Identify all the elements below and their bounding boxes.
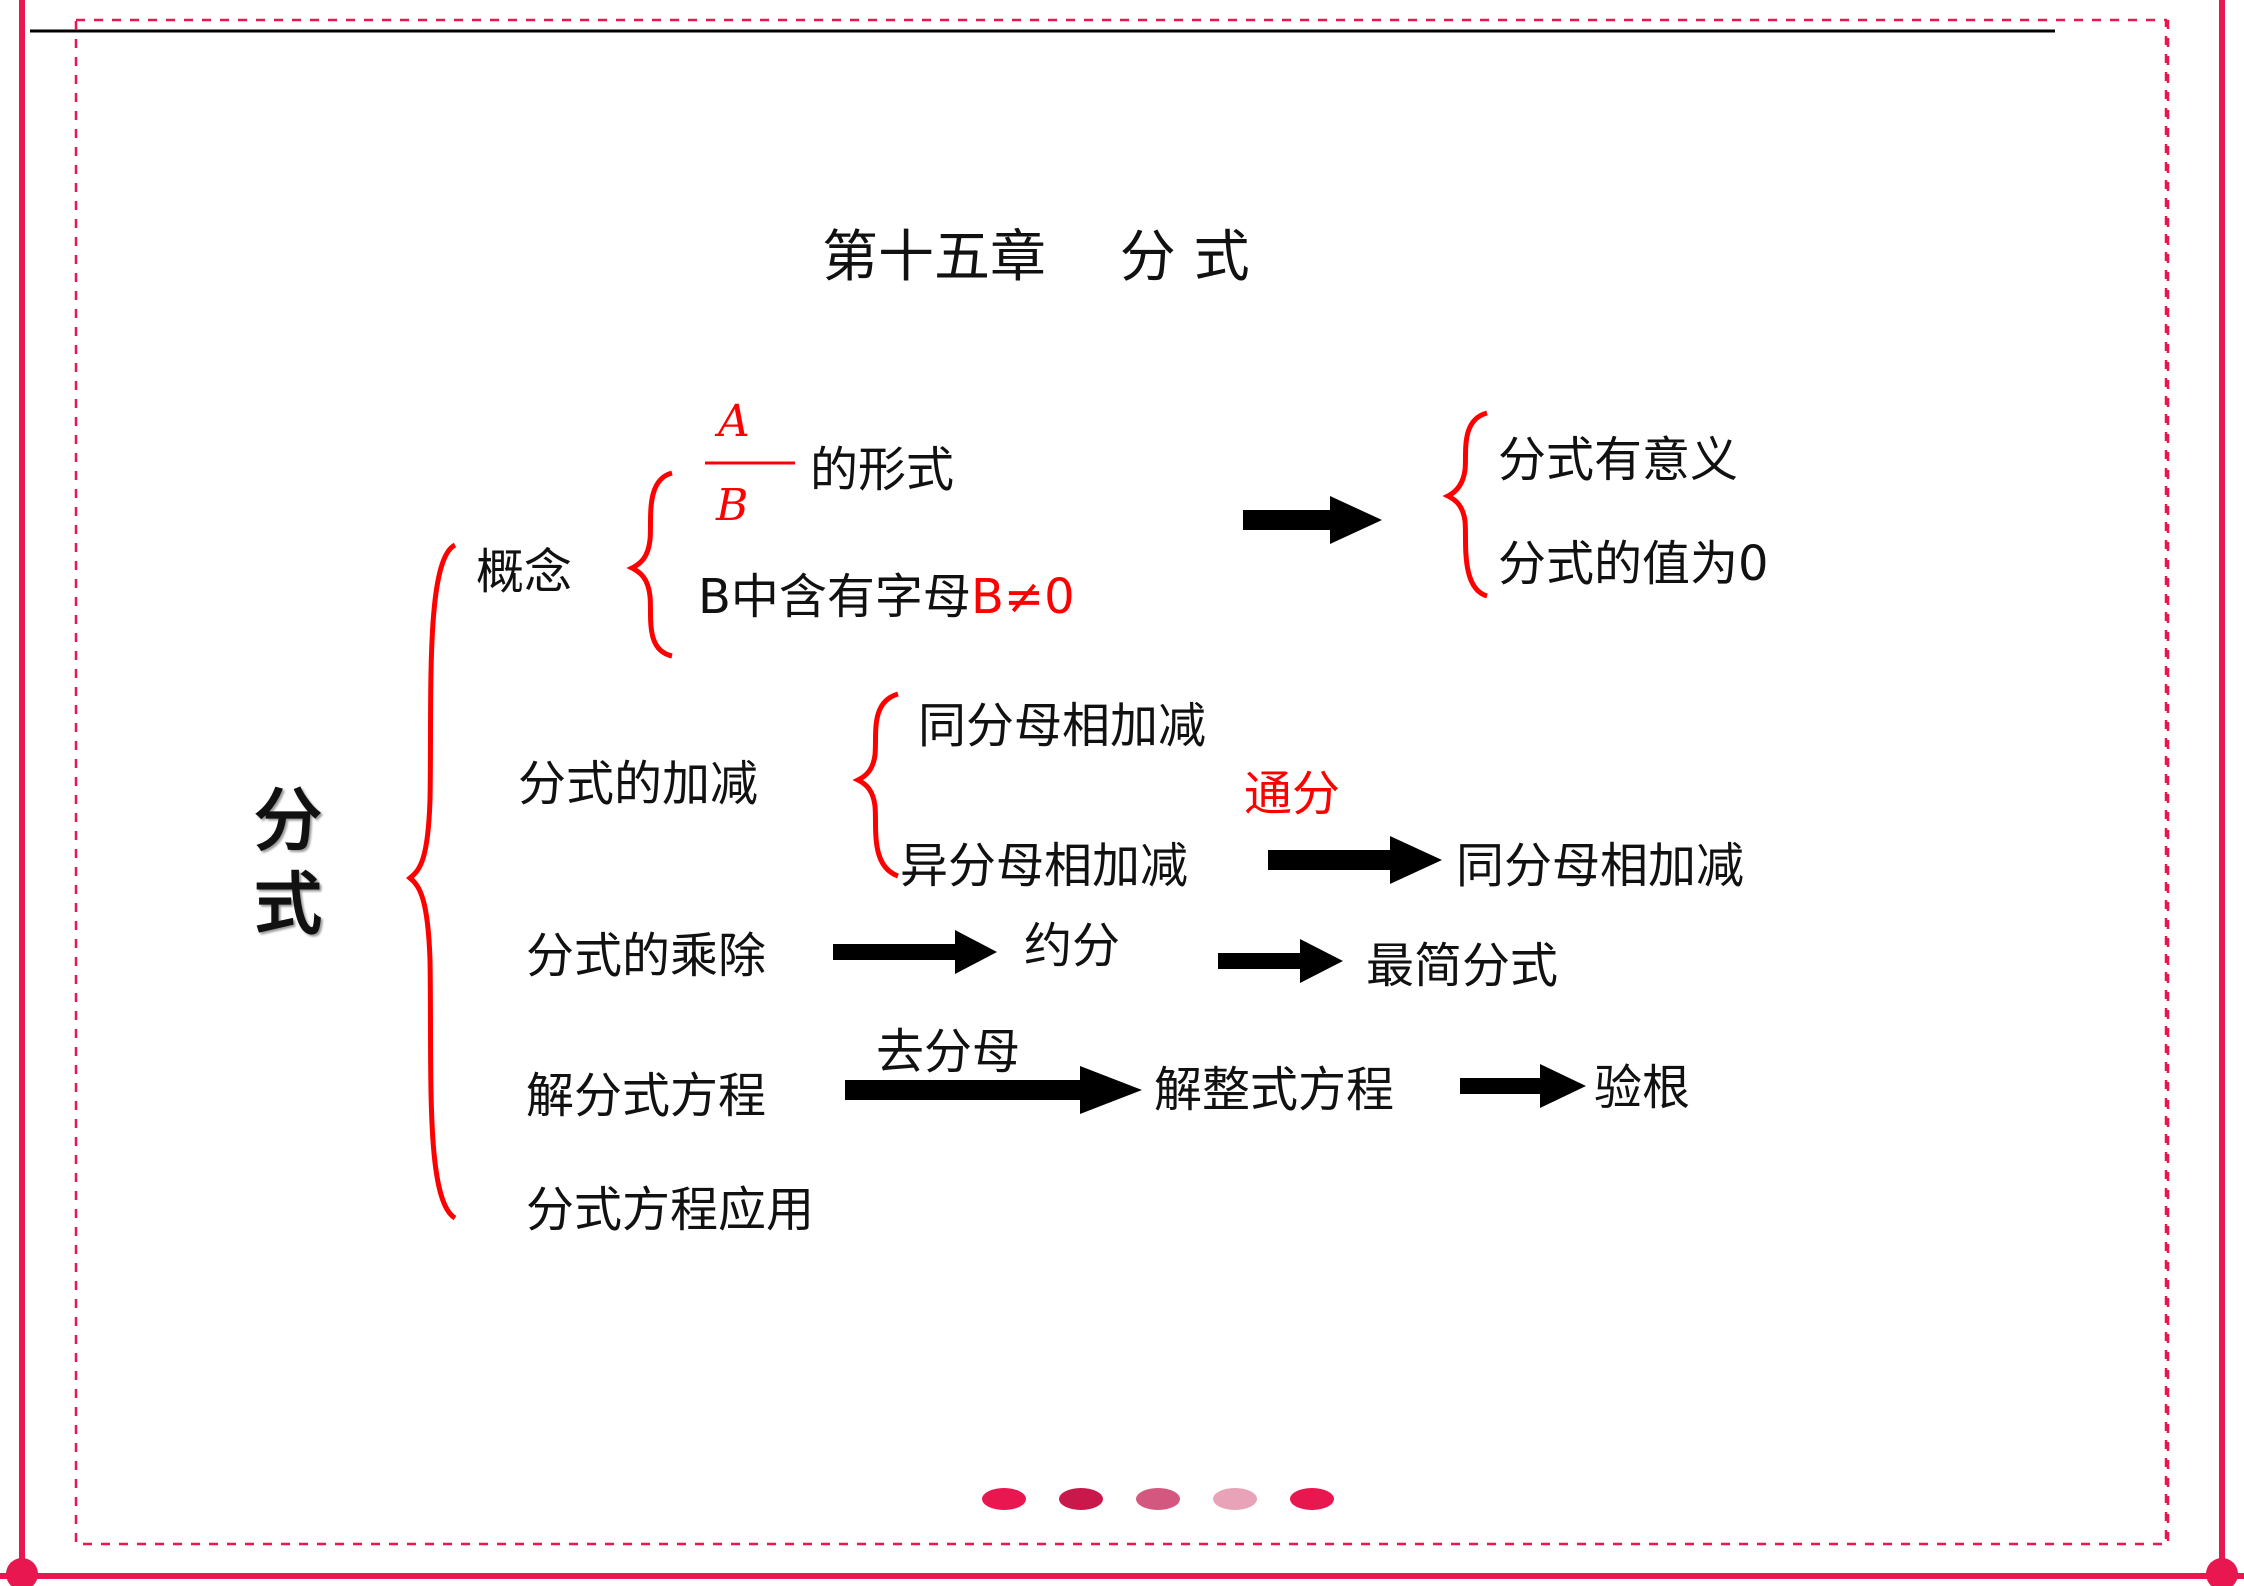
concept-form: 的形式 [810, 442, 955, 498]
muldiv-label: 分式的乘除 [526, 928, 767, 984]
equation-label: 解分式方程 [526, 1068, 767, 1124]
arrow-muldiv-2 [1218, 939, 1343, 983]
page-title: 第十五章 分 式 [822, 225, 1250, 290]
addsub-label: 分式的加减 [518, 756, 759, 812]
root-label: 分式 [254, 782, 323, 945]
addsub-same: 同分母相加减 [918, 698, 1207, 754]
equation-result: 验根 [1594, 1060, 1691, 1116]
equation-arrow-label: 去分母 [876, 1024, 1021, 1080]
arrow-concept [1243, 496, 1382, 544]
root-brace [405, 542, 457, 1221]
arrow-muldiv-1 [833, 930, 997, 974]
concept-result-2: 分式的值为0 [1498, 536, 1769, 592]
inner-dashed-frame [74, 18, 2168, 1546]
concept-result-1: 分式有意义 [1498, 432, 1739, 488]
muldiv-result: 最简分式 [1366, 938, 1559, 994]
addsub-diff: 异分母相加减 [900, 838, 1189, 894]
concept-condition-red: B≠0 [970, 569, 1075, 625]
arrow-equation-1 [845, 1066, 1142, 1114]
concept-condition-text: B中含有字母 [698, 569, 971, 625]
result-brace [1442, 410, 1489, 599]
concept-label: 概念 [476, 544, 573, 600]
concept-brace [626, 470, 673, 659]
addsub-brace [852, 691, 900, 879]
addsub-arrow-label: 通分 [1244, 766, 1341, 822]
muldiv-step: 约分 [1024, 918, 1121, 974]
arrows [833, 496, 1586, 1114]
application-label: 分式方程应用 [526, 1182, 815, 1238]
arrow-addsub [1268, 836, 1442, 884]
equation-step: 解整式方程 [1154, 1062, 1395, 1118]
pagination-dots [982, 1488, 1334, 1510]
fraction-denominator: B [716, 480, 749, 531]
frame-corner-dot-left [6, 1558, 38, 1586]
addsub-result: 同分母相加减 [1456, 838, 1745, 894]
fraction-numerator: A [718, 396, 750, 447]
concept-condition: B中含有字母B≠0 [698, 573, 1075, 621]
arrow-equation-2 [1460, 1064, 1586, 1108]
frame-corner-dot-right [2206, 1558, 2238, 1586]
